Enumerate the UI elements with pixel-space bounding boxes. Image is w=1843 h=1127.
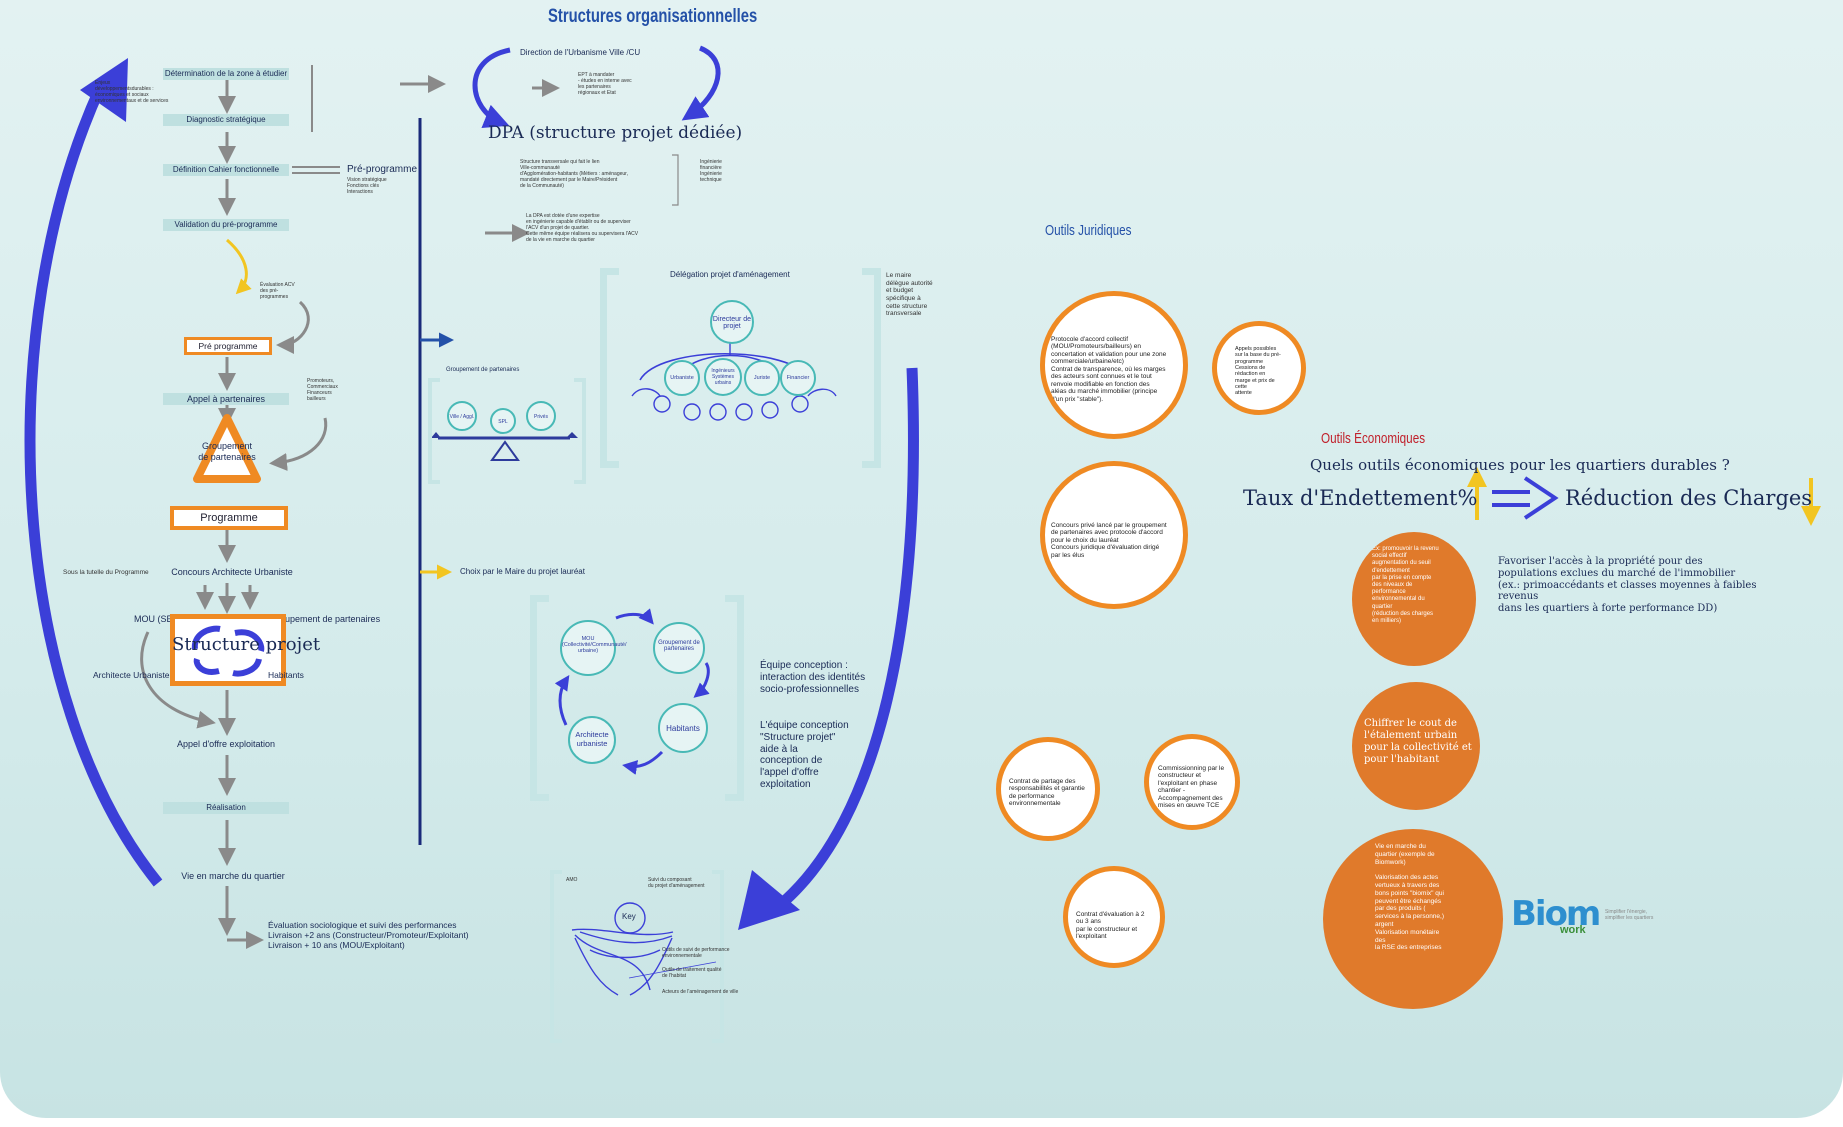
sub-circle[interactable]: Urbaniste (664, 360, 700, 396)
cycle-bracket-left (530, 595, 549, 801)
partners-note: Promoteurs, Commerciaux Financeurs baill… (307, 378, 338, 402)
balance-bracket-right (574, 378, 586, 484)
cycle-habitants[interactable]: Habitants (658, 703, 708, 753)
equipe-note-2: L'équipe conception "Structure projet" a… (760, 720, 849, 790)
dpa-title: DPA (structure projet dédiée) (488, 123, 743, 143)
funnel-r2: Outils de traitement qualité de l'habita… (662, 967, 722, 979)
cycle-mou[interactable]: MOU (Collectivité/Communauté/ urbaine) (560, 620, 627, 676)
biom-logo-sub: work (1560, 924, 1586, 936)
groupement-partenaires-label: Groupement de partenaires (270, 614, 381, 624)
yellow-note: Évaluation ACV des pré- programmes (260, 282, 295, 300)
juridique-text: Concours privé lancé par le groupement d… (1051, 522, 1167, 559)
funnel-r1: Outils de suivi de performance environne… (662, 947, 730, 959)
juridique-text: Contrat d'évaluation à 2 ou 3 ans par le… (1076, 911, 1145, 941)
flow-step[interactable]: Réalisation (163, 802, 289, 814)
balance-right[interactable]: Privés (526, 401, 556, 431)
juridique-circle[interactable]: Concours privé lancé par le groupement d… (1040, 461, 1188, 609)
direction-label: Direction de l'Urbanisme Ville /CU (520, 48, 641, 57)
juridique-circle[interactable]: Protocole d'accord collectif (MOU/Promot… (1040, 291, 1188, 439)
evaluation-note: Évaluation sociologique et suivi des per… (268, 920, 469, 951)
economique-circle[interactable]: Ex: promouvoir la revenu social effectif… (1352, 532, 1476, 666)
funnel-key: Key (622, 912, 636, 921)
biom-logo-caption: Simplifier l'énergie, simplifier les qua… (1605, 909, 1654, 921)
funnel-r3: Acteurs de l'aménagement de ville (662, 989, 739, 995)
economique-circle[interactable]: Chiffrer le cout de l'étalement urbain p… (1352, 682, 1480, 810)
delegation-title: Délégation projet d'aménagement (670, 270, 790, 279)
economique-question: Quels outils économiques pour les quarti… (1310, 456, 1730, 474)
flow-step[interactable]: Diagnostic stratégique (163, 114, 289, 126)
dpa-desc: Structure transversale qui fait le lien … (520, 159, 628, 189)
flow-step[interactable]: Appel d'offre exploitation (176, 739, 276, 749)
juridique-circle[interactable]: Contrat d'évaluation à 2 ou 3 ans par le… (1063, 866, 1165, 968)
archi-label: Architecte Urbaniste (93, 670, 170, 680)
preprog-box[interactable]: Pré programme (184, 337, 272, 355)
economique-text: Ex: promouvoir la revenu social effectif… (1372, 546, 1439, 624)
balance-left[interactable]: Ville / Aggl. (447, 401, 477, 431)
juridique-text: Commissionning par le constructeur et l'… (1158, 765, 1225, 810)
balance-bracket-left (428, 378, 440, 484)
groupement-label: Groupement de partenaires (198, 441, 256, 462)
flow-step[interactable]: Vie en marche du quartier (181, 871, 285, 881)
reduction-charges: Réduction des Charges (1565, 486, 1813, 510)
juridique-circle[interactable]: Commissionning par le constructeur et l'… (1144, 734, 1240, 830)
funnel-top-left: AMO (566, 877, 578, 883)
funnel-bracket-left (550, 870, 562, 1043)
economique-text: Chiffrer le cout de l'étalement urbain p… (1364, 718, 1472, 765)
big-return-arrow (24, 85, 163, 887)
cycle-bracket-right (725, 595, 744, 801)
delegation-bracket-right (862, 268, 881, 468)
preprog-title: Pré-programme (347, 164, 418, 175)
sous-tutelle: Sous la tutelle du Programme (63, 569, 149, 576)
direction-note: EPT à mandater - études en interne avec … (578, 72, 632, 96)
cycle-architecte[interactable]: Architecte urbaniste (568, 716, 616, 764)
choix-label: Choix par le Maire du projet lauréat (460, 567, 585, 576)
sub-circle[interactable]: Juriste (744, 360, 780, 396)
juridique-text: Appels possibles sur la base du pré- pro… (1235, 346, 1281, 397)
left-note: Enjeux développementsdurables : économiq… (95, 80, 169, 104)
preprog-desc: Vision stratégique Fonctions clés Intera… (347, 177, 387, 195)
juridique-text: Contrat de partage des responsabilités e… (1009, 778, 1085, 808)
cycle-arrows-icon (191, 625, 265, 677)
cycle-groupement[interactable]: Groupement de partenaires (653, 622, 705, 674)
big-return-arrowhead (80, 58, 128, 122)
maire-note: Le maire délègue autorité et budget spéc… (886, 272, 933, 318)
directeur-circle[interactable]: Directeur de projet (710, 300, 754, 344)
big-right-arrow (776, 367, 919, 910)
balance-title: Groupement de partenaires (446, 367, 520, 373)
balance-mid[interactable]: SPL (490, 408, 516, 434)
flow-step[interactable]: Concours Architecte Urbaniste (171, 567, 293, 577)
flow-step[interactable]: Détermination de la zone à étudier (163, 68, 289, 80)
groupement-triangle (193, 414, 261, 483)
economique-text: Vie en marche du quartier (exemple de Bi… (1375, 843, 1445, 952)
dpa-side-note: Ingénierie financière Ingénierie techniq… (700, 159, 722, 183)
juridique-circle[interactable]: Contrat de partage des responsabilités e… (996, 737, 1100, 841)
taux-endettement: Taux d'Endettement% (1243, 486, 1478, 510)
juridique-title: Outils Juridiques (1045, 222, 1132, 239)
biom-logo-text: Biom (1511, 894, 1601, 934)
economique-circle[interactable]: Vie en marche du quartier (exemple de Bi… (1323, 829, 1503, 1009)
favoriser-note: Favoriser l'accès à la propriété pour de… (1498, 556, 1757, 615)
habitants-label: Habitants (268, 670, 304, 680)
juridique-circle[interactable]: Appels possibles sur la base du pré- pro… (1212, 321, 1306, 415)
juridique-text: Protocole d'accord collectif (MOU/Promot… (1051, 336, 1167, 403)
funnel-bracket-right (712, 870, 724, 1043)
programme-box[interactable]: Programme (170, 506, 288, 530)
flow-step[interactable]: Validation du pré-programme (163, 219, 289, 231)
flow-step[interactable]: Définition Cahier fonctionnelle (163, 164, 289, 176)
structure-projet-box[interactable] (170, 614, 286, 686)
equipe-note: Équipe conception : interaction des iden… (760, 660, 866, 695)
flow-step[interactable]: Appel à partenaires (163, 393, 289, 405)
economique-title: Outils Économiques (1321, 430, 1426, 447)
dpa-expert-note: La DPA est dotée d'une expertise en ingé… (526, 213, 639, 243)
big-right-arrowhead (738, 870, 800, 930)
funnel-top-right: Suivi du composant du projet d'aménageme… (648, 877, 705, 889)
delegation-bracket-left (600, 268, 619, 468)
page-title: Structures organisationnelles (548, 6, 758, 27)
sub-circle[interactable]: Ingénieurs Systèmes urbains (704, 358, 742, 396)
sub-circle[interactable]: Financier (780, 360, 816, 396)
structure-projet-label: Structure projet (172, 634, 321, 655)
